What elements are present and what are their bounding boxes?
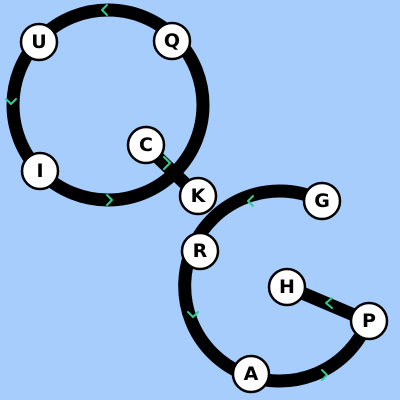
arrow-icon — [321, 369, 328, 381]
arrow-group — [5, 4, 333, 381]
node-label: R — [193, 240, 208, 262]
arrow-icon — [187, 311, 199, 318]
upper-loop-track — [6, 3, 210, 207]
node-i[interactable]: I — [20, 151, 60, 191]
node-u[interactable]: U — [19, 22, 59, 62]
node-label: Q — [164, 30, 180, 52]
arrow-icon — [163, 156, 171, 170]
node-g[interactable]: G — [302, 181, 342, 221]
node-p[interactable]: P — [349, 301, 389, 341]
node-group: U Q C I K G R H — [19, 21, 389, 394]
node-k[interactable]: K — [178, 176, 218, 216]
arrow-icon — [5, 98, 17, 105]
node-label: U — [31, 31, 46, 53]
arrow-icon — [325, 297, 333, 309]
node-c[interactable]: C — [126, 125, 166, 165]
node-label: G — [314, 190, 330, 212]
arrow-icon — [101, 4, 108, 16]
arrow-icon — [247, 195, 254, 207]
node-label: H — [279, 276, 295, 298]
arrow-icon — [106, 194, 113, 206]
node-label: C — [139, 134, 153, 156]
lower-arc-track — [178, 184, 375, 388]
node-h[interactable]: H — [267, 267, 307, 307]
node-label: A — [244, 363, 259, 385]
node-r[interactable]: R — [180, 231, 220, 271]
node-label: I — [36, 160, 43, 182]
node-a[interactable]: A — [231, 354, 271, 394]
node-label: P — [362, 310, 376, 332]
node-label: K — [191, 185, 207, 207]
node-q[interactable]: Q — [152, 21, 192, 61]
